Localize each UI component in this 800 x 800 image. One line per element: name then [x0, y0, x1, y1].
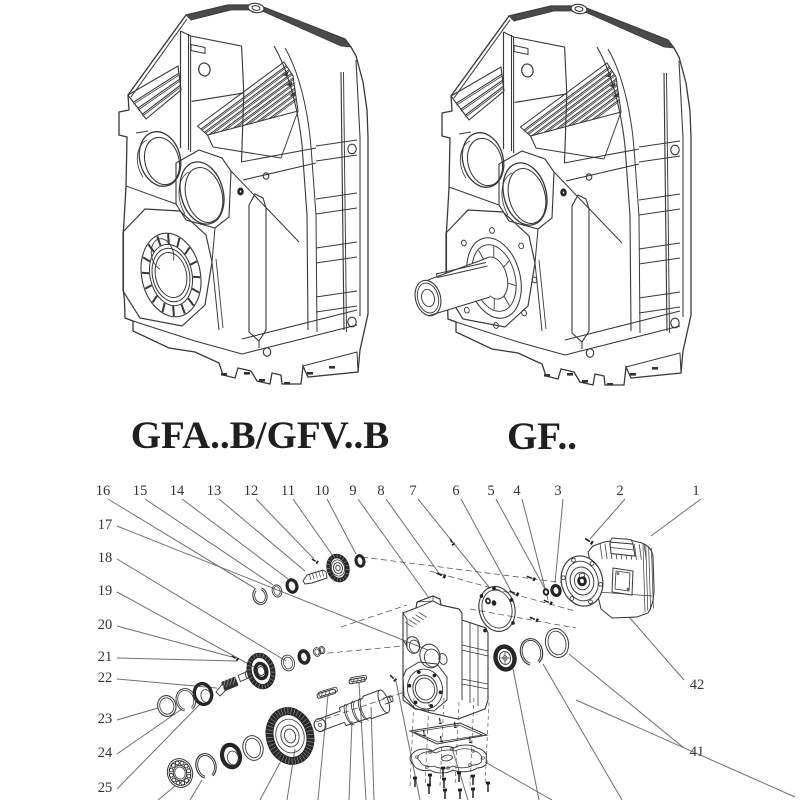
svg-text:GFA..B/GFV..B: GFA..B/GFV..B — [131, 414, 390, 457]
svg-text:22: 22 — [98, 670, 113, 686]
svg-text:2: 2 — [616, 483, 623, 499]
svg-text:21: 21 — [98, 649, 113, 665]
svg-text:25: 25 — [98, 780, 113, 796]
svg-text:3: 3 — [554, 483, 561, 499]
svg-text:41: 41 — [690, 744, 705, 760]
svg-text:12: 12 — [244, 483, 259, 499]
svg-text:4: 4 — [513, 483, 521, 499]
svg-text:19: 19 — [98, 583, 113, 599]
svg-text:14: 14 — [170, 483, 185, 499]
svg-text:18: 18 — [98, 550, 113, 566]
svg-text:24: 24 — [98, 745, 113, 761]
svg-text:8: 8 — [377, 483, 384, 499]
svg-text:6: 6 — [452, 483, 459, 499]
svg-text:23: 23 — [98, 711, 113, 727]
svg-text:1: 1 — [692, 483, 699, 499]
svg-text:17: 17 — [98, 517, 113, 533]
svg-text:10: 10 — [315, 483, 330, 499]
svg-text:16: 16 — [96, 483, 111, 499]
svg-text:15: 15 — [133, 483, 148, 499]
svg-text:5: 5 — [487, 483, 494, 499]
svg-text:42: 42 — [690, 677, 705, 693]
svg-text:9: 9 — [349, 483, 356, 499]
svg-text:7: 7 — [409, 483, 416, 499]
svg-text:11: 11 — [281, 483, 295, 499]
svg-text:GF..: GF.. — [507, 415, 577, 458]
svg-text:20: 20 — [98, 617, 113, 633]
svg-text:13: 13 — [207, 483, 222, 499]
